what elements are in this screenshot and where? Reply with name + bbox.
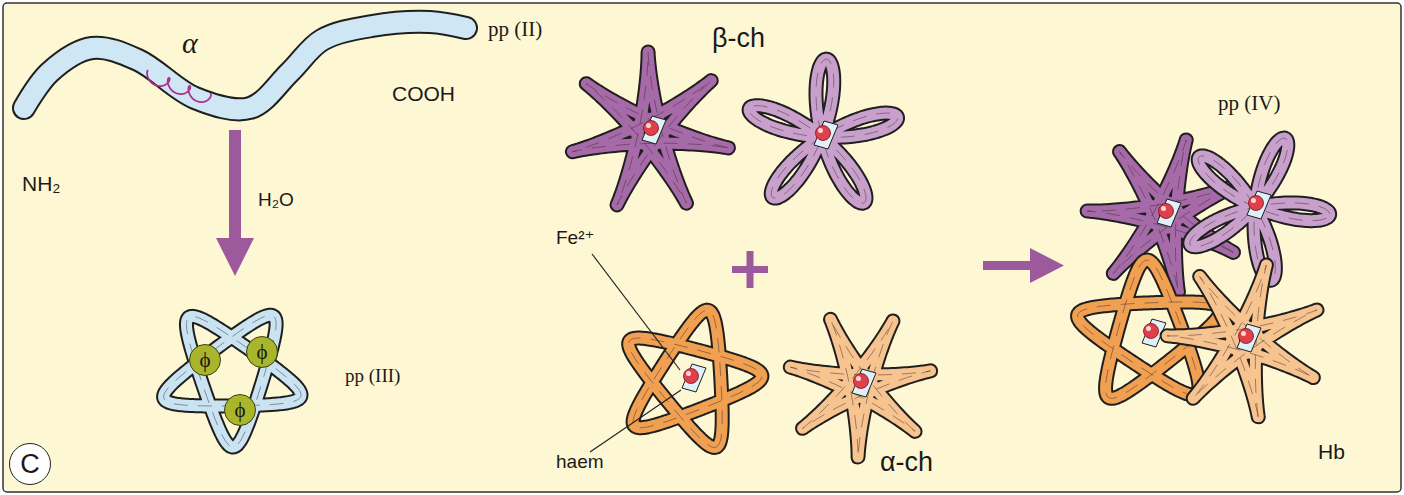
haem-group xyxy=(852,369,876,397)
structure-label: pp (III) xyxy=(345,366,400,387)
iron-highlight xyxy=(1241,331,1246,336)
leader-line xyxy=(590,390,681,452)
chain-outline xyxy=(1190,138,1330,280)
chain-outline xyxy=(749,59,897,203)
subunit-label: β-ch xyxy=(712,24,765,54)
folded-chain xyxy=(164,315,301,447)
iron-atom xyxy=(1239,329,1254,344)
chain-outline xyxy=(1167,265,1317,417)
side-chain-circle: ϕ xyxy=(224,394,256,426)
node-text: C xyxy=(20,451,40,478)
hydration-arrow xyxy=(216,130,254,276)
leader-line xyxy=(592,254,680,370)
chain-outline xyxy=(629,310,762,447)
arrow-shaft xyxy=(229,130,241,240)
haem-plate xyxy=(642,116,666,144)
haem-group xyxy=(682,364,706,392)
iron-highlight xyxy=(1146,326,1151,331)
panel-letter-circle: C xyxy=(9,443,51,485)
backbone-trace xyxy=(629,310,762,447)
iron-atom xyxy=(684,369,699,384)
iron-highlight xyxy=(1161,206,1166,211)
backbone-trace xyxy=(572,52,728,205)
chain-symbol: α xyxy=(182,26,198,59)
terminus-label: COOH xyxy=(392,82,455,105)
haem-group xyxy=(642,116,666,144)
haem-plate xyxy=(682,364,706,392)
subunit-label: α-ch xyxy=(880,448,933,478)
side-chain-circle: ϕ xyxy=(189,344,221,376)
backbone-trace xyxy=(790,319,930,457)
chain-body xyxy=(572,52,728,205)
iron-atom xyxy=(1144,324,1159,339)
folded-chain xyxy=(749,59,897,203)
chain-body xyxy=(1167,265,1317,417)
iron-atom xyxy=(854,374,869,389)
panel-ground xyxy=(3,3,1401,492)
arrow-head xyxy=(216,238,254,276)
group-label: haem xyxy=(556,452,604,473)
chain-outline xyxy=(572,52,728,205)
ion-label: Fe²⁺ xyxy=(556,228,595,249)
folded-chain xyxy=(629,310,762,447)
iron-highlight xyxy=(856,376,861,381)
unfolded-chain xyxy=(24,22,466,110)
folded-chain xyxy=(572,52,728,205)
backbone-trace xyxy=(1167,265,1317,417)
folded-chain xyxy=(790,319,930,457)
haem-plate xyxy=(814,121,838,149)
haem-group xyxy=(1247,191,1271,219)
node-text: ϕ xyxy=(256,342,267,363)
haem-plate xyxy=(1247,191,1271,219)
iron-atom xyxy=(1249,196,1264,211)
terminus-label: NH₂ xyxy=(22,172,60,195)
structure-label: pp (IV) xyxy=(1218,92,1280,115)
chain-body xyxy=(790,319,930,457)
haem-plate xyxy=(1237,324,1261,352)
haem-group xyxy=(1157,199,1181,227)
chain-body xyxy=(749,59,897,203)
reagent-label: H₂O xyxy=(258,190,294,211)
alpha-helix xyxy=(147,70,211,102)
chain-body xyxy=(164,315,301,447)
iron-atom xyxy=(644,121,659,136)
iron-highlight xyxy=(1251,198,1256,203)
folded-chain xyxy=(1167,265,1317,417)
chain-outline xyxy=(164,315,301,447)
chain-label: pp (II) xyxy=(488,18,542,41)
backbone-trace xyxy=(1190,138,1330,280)
protein-label: Hb xyxy=(1318,440,1345,463)
backbone-trace xyxy=(749,59,897,203)
backbone-trace xyxy=(164,315,301,447)
iron-highlight xyxy=(818,128,823,133)
iron-highlight xyxy=(646,123,651,128)
chain-body xyxy=(629,310,762,447)
chain-outline xyxy=(790,319,930,457)
plus-sign xyxy=(732,251,768,288)
node-text: ϕ xyxy=(199,350,210,371)
iron-highlight xyxy=(686,371,691,376)
chain-outline xyxy=(24,22,466,110)
iron-atom xyxy=(816,126,831,141)
side-chain-circle: ϕ xyxy=(246,336,278,368)
folded-chain xyxy=(1190,138,1330,280)
haem-plate xyxy=(852,369,876,397)
arrow-shaft xyxy=(983,261,1033,270)
chain-body xyxy=(24,22,466,110)
assembly-arrow xyxy=(983,248,1064,283)
plus-bar xyxy=(747,251,754,288)
haem-group xyxy=(814,121,838,149)
arrow-head xyxy=(1030,248,1064,283)
protein-chains xyxy=(24,22,1330,457)
haem-plate xyxy=(1157,199,1181,227)
haem-group xyxy=(1237,324,1261,352)
node-text: ϕ xyxy=(234,400,245,421)
iron-atom xyxy=(1159,204,1174,219)
chain-body xyxy=(1190,138,1330,280)
